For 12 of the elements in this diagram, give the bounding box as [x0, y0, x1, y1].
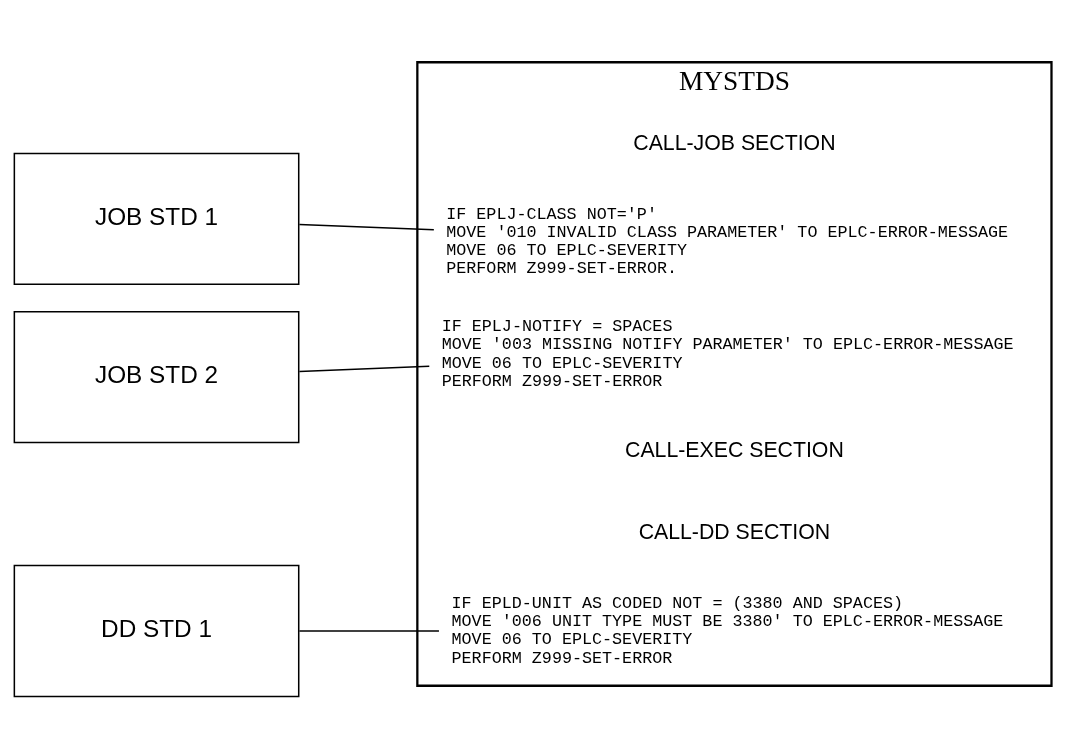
- label: CALL-EXEC SECTION: [625, 438, 844, 463]
- node-text: IF EPLJ-NOTIFY = SPACES MOVE '003 MISSING NOTIFY PARAMETER' TO EPLC-ERROR-MESSAGE MOVE 06 TO EPLC-SEVERITY PERFORM Z999-SET-ERROR: [441, 317, 1014, 391]
- node-text: IF EPLJ-CLASS NOT='P' MOVE '010 INVALID CLASS PARAMETER' TO EPLC-ERROR-MESSAGE MOVE 06 TO EPLC-SEVERITY PERFORM Z999-SET-ERROR.: [446, 204, 1009, 279]
- node-box: DD STD 1: [13, 564, 300, 698]
- node-box: JOB STD 2: [13, 310, 300, 444]
- node-text: IF EPLD-UNIT AS CODED NOT = (3380 AND SPACES) MOVE '006 UNIT TYPE MUST BE 3380' TO EPLC-ERROR-MESSAGE MOVE 06 TO EPLC-SEVERITY PERFORM Z999-SET-ERROR: [451, 593, 1004, 668]
- label: CALL-DD SECTION: [638, 520, 831, 545]
- connector: [298, 365, 430, 373]
- label: CALL-JOB SECTION: [633, 131, 836, 155]
- node-box: JOB STD 1: [13, 152, 300, 286]
- connector: [298, 223, 435, 231]
- connector: [298, 630, 440, 632]
